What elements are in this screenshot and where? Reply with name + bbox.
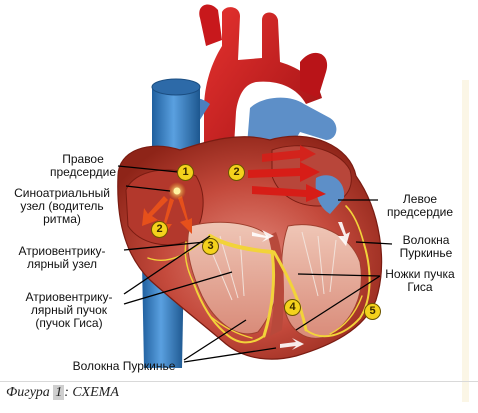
caption-suffix: : СХЕМА xyxy=(64,385,119,400)
step-badge-4: 4 xyxy=(284,299,301,316)
leader-lines xyxy=(117,165,393,363)
step-badge-2-top: 2 xyxy=(228,164,245,181)
step-badge-5: 5 xyxy=(364,303,381,320)
chordae xyxy=(205,231,337,301)
label-av-node: Атриовентрику-лярный узел xyxy=(18,244,106,271)
label-av-bundle: Атриовентрику-лярный пучок(пучок Гиса) xyxy=(25,290,113,330)
label-purkinje-bottom: Волокна Пуркинье xyxy=(72,359,176,373)
page-edge xyxy=(462,80,469,402)
flow-arrows xyxy=(248,145,326,202)
caption-prefix: Фигура xyxy=(6,385,54,400)
caption-number[interactable]: 1 xyxy=(53,385,65,400)
caption-divider xyxy=(0,381,478,382)
step-badge-3: 3 xyxy=(202,238,219,255)
figure-caption: Фигура 1: СХЕМА xyxy=(6,385,119,401)
step-badge-1: 1 xyxy=(177,164,194,181)
step-badge-2-left: 2 xyxy=(151,221,168,238)
white-flow-arrows xyxy=(252,222,350,350)
